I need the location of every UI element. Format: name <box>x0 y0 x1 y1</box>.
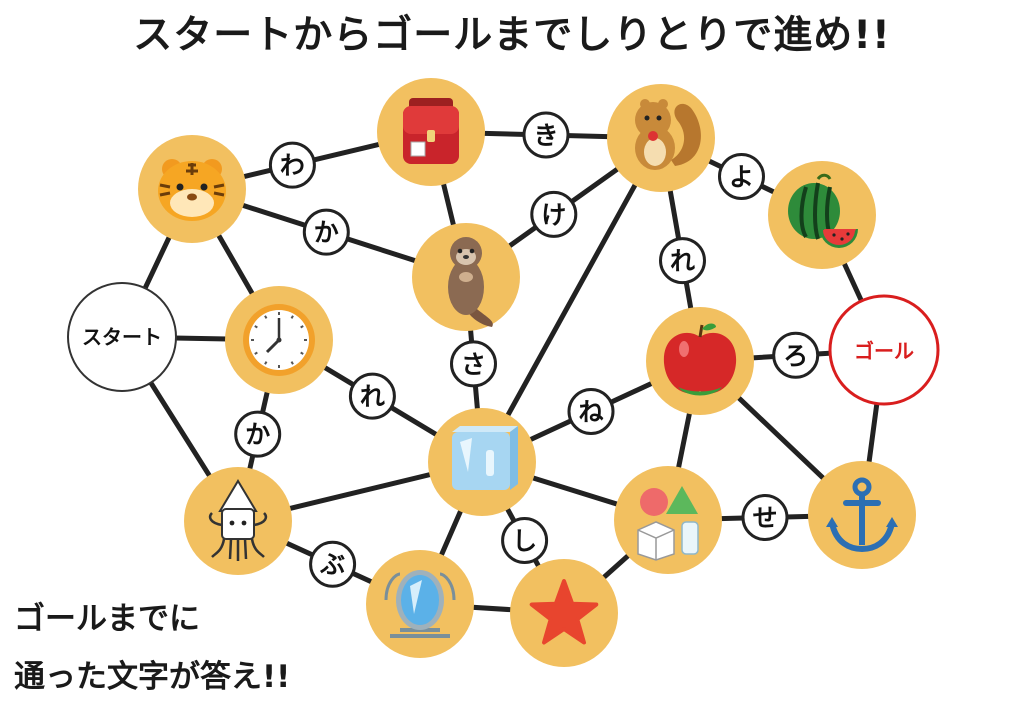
start-label: スタート <box>82 325 162 349</box>
svg-text:さ: さ <box>461 350 486 379</box>
node-anchor[interactable] <box>808 461 916 569</box>
watermelon-icon <box>788 173 858 248</box>
start-circle <box>67 282 177 392</box>
apple-icon <box>663 323 737 396</box>
ice-icon <box>452 426 518 490</box>
svg-text:か: か <box>314 218 339 247</box>
kana-label-squirrel-watermelon: よ <box>718 153 765 200</box>
clock-icon <box>243 304 315 376</box>
star-icon <box>529 579 599 645</box>
node-apple[interactable] <box>646 307 754 415</box>
instruction-line-2: 通った文字が答え!! <box>14 659 291 695</box>
svg-text:わ: わ <box>280 151 305 180</box>
mirror-icon <box>384 570 456 638</box>
node-shapes[interactable] <box>614 466 722 574</box>
svg-text:け: け <box>541 200 566 229</box>
svg-text:し: し <box>512 527 537 556</box>
squirrel-icon <box>635 99 701 170</box>
node-start[interactable]: スタート <box>67 282 177 392</box>
kana-label-otter-ice: さ <box>450 340 497 388</box>
node-goal[interactable]: ゴール <box>828 294 940 406</box>
tiger-icon <box>158 159 226 221</box>
otter-icon <box>448 237 493 327</box>
svg-text:ろ: ろ <box>783 341 808 370</box>
node-squirrel[interactable] <box>607 84 715 192</box>
node-clock[interactable] <box>225 286 333 394</box>
svg-text:ね: ね <box>578 398 603 427</box>
kana-label-randoseru-squirrel: き <box>522 111 570 159</box>
instruction-line-1: ゴールまでに <box>14 601 200 637</box>
node-circle <box>614 466 722 574</box>
node-ice[interactable] <box>428 408 536 516</box>
kana-label-apple-goal: ろ <box>772 331 820 379</box>
randoseru-icon <box>403 98 459 164</box>
svg-text:れ: れ <box>360 382 385 411</box>
goal-label: ゴール <box>854 339 914 363</box>
svg-text:き: き <box>533 121 558 150</box>
kana-label-squid-mirror: ぶ <box>309 540 357 588</box>
node-star[interactable] <box>510 559 618 667</box>
anchor-icon <box>826 477 898 553</box>
kana-label-tiger-otter: か <box>302 208 350 256</box>
kana-label-ice-apple: ね <box>567 388 615 435</box>
goal-circle <box>828 294 940 406</box>
kana-label-clock-squid: か <box>234 410 282 458</box>
svg-text:せ: せ <box>752 504 777 533</box>
shapes-icon <box>637 486 699 561</box>
kana-label-otter-squirrel: け <box>530 190 578 238</box>
kana-label-tiger-randoseru: わ <box>268 141 316 189</box>
squid-icon <box>208 479 268 561</box>
node-otter[interactable] <box>412 223 520 331</box>
kana-label-shapes-anchor: せ <box>741 494 789 541</box>
svg-text:よ: よ <box>729 163 754 192</box>
edge-squirrel-ice <box>479 135 664 465</box>
node-watermelon[interactable] <box>768 161 876 269</box>
page-title: スタートからゴールまでしりとりで進め!! <box>133 13 891 58</box>
node-mirror[interactable] <box>366 550 474 658</box>
svg-text:か: か <box>245 420 270 449</box>
kana-label-ice-star: し <box>501 517 549 564</box>
svg-text:れ: れ <box>670 247 695 276</box>
kana-label-squirrel-apple: れ <box>659 237 706 285</box>
node-squid[interactable] <box>184 467 292 575</box>
instruction-text: ゴールまでに 通った文字が答え!! <box>14 590 290 706</box>
kana-label-clock-ice: れ <box>348 372 396 420</box>
node-tiger[interactable] <box>138 135 246 243</box>
svg-text:ぶ: ぶ <box>319 550 345 579</box>
node-randoseru[interactable] <box>377 78 485 186</box>
